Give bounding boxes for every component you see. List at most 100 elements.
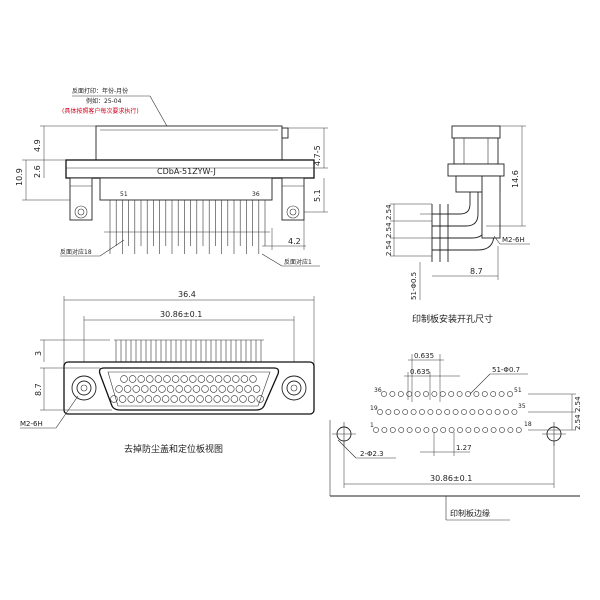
pcb-edge-label: 印制板边缘 <box>450 508 490 518</box>
pcb-hole <box>503 409 509 415</box>
side-flange <box>447 163 505 177</box>
side-pin-row-1 <box>432 192 471 215</box>
socket-contact <box>166 385 175 393</box>
socket-contact <box>170 395 178 403</box>
back-print-note: 反面打印：年份-月份 <box>72 87 128 95</box>
pcb-hole <box>461 409 467 415</box>
side-bracket <box>481 175 501 239</box>
pin-51-label: 51 <box>120 191 128 198</box>
pcb-hole <box>439 391 446 397</box>
side-pin-row-2 <box>432 192 479 227</box>
socket-contact <box>115 385 123 393</box>
bottom-dim-36-4: 36.4 <box>178 290 196 299</box>
pcb-hole <box>410 409 417 415</box>
socket-contact <box>206 375 214 383</box>
pcb-hole <box>389 391 396 397</box>
socket-contact <box>179 395 187 403</box>
socket-contact <box>120 375 128 383</box>
socket-contact <box>144 395 153 403</box>
socket-contact <box>141 385 149 393</box>
bottom-pin-field <box>110 375 264 403</box>
side-dim-14-6: 14.6 <box>511 170 520 188</box>
right-mount-post <box>281 177 305 221</box>
socket-contact <box>240 375 249 383</box>
dim-2-6: 2.6 <box>33 165 42 178</box>
pcb-hole <box>373 427 379 433</box>
side-view: 14.6 2.54 2.54 2.54 M2-6H 8.7 51-Φ0.5 <box>385 125 530 300</box>
insulator-body <box>99 177 273 201</box>
pcb-hole <box>465 391 471 397</box>
socket-contact <box>184 385 192 393</box>
pcb-dim-0-635-b: 0.635 <box>410 368 430 376</box>
pin-36-label: 36 <box>252 191 260 198</box>
socket-contact <box>197 375 206 383</box>
pcb-hole <box>477 409 484 415</box>
dim-4-7-5: 4.7-5 <box>313 145 322 166</box>
bottom-dim-3: 3 <box>34 351 43 356</box>
socket-contact <box>189 375 197 383</box>
socket-contact <box>127 395 135 403</box>
pcb-hole <box>452 409 459 415</box>
socket-contact <box>163 375 171 383</box>
socket-contact <box>171 375 180 383</box>
pcb-hole <box>498 391 505 397</box>
socket-contact <box>196 395 204 403</box>
pcb-pin-35: 35 <box>518 403 526 410</box>
left-mount-post <box>69 177 93 221</box>
pcb-mount-holes-label: 2-Φ2.3 <box>360 450 384 458</box>
pcb-dim-2-54-a: 2.54 <box>574 396 582 412</box>
socket-contact <box>149 385 158 393</box>
pcb-dim-0-635-a: 0.635 <box>414 352 434 360</box>
socket-contact <box>110 395 118 403</box>
pcb-hole <box>431 391 438 397</box>
dim-5-1: 5.1 <box>313 189 322 202</box>
side-thread-label: M2-6H <box>502 236 525 244</box>
socket-contact <box>247 395 256 403</box>
socket-contact <box>154 375 163 383</box>
socket-contact <box>123 385 132 393</box>
pcb-hole <box>385 409 392 415</box>
pcb-pin-51: 51 <box>514 387 522 394</box>
pcb-hole <box>406 427 413 433</box>
socket-contact <box>132 385 140 393</box>
pcb-dim-1-27: 1.27 <box>456 444 472 452</box>
d-shell <box>98 367 280 411</box>
socket-contact <box>209 385 218 393</box>
side-dim-2-54-b: 2.54 <box>385 222 393 238</box>
pcb-pin-1: 1 <box>370 422 374 429</box>
socket-contact <box>204 395 213 403</box>
pcb-hole <box>389 427 396 433</box>
bottom-view: 36.4 30.86±0.1 3 8.7 M2-6H 去掉防尘盖和定位板视图 <box>20 290 315 455</box>
pcb-hole <box>482 427 489 433</box>
pcb-hole <box>473 427 480 433</box>
side-pin-dia: 51-Φ0.5 <box>410 272 418 300</box>
pcb-hole <box>494 409 501 415</box>
pcb-pin-18: 18 <box>524 421 532 428</box>
side-dim-8-7: 8.7 <box>470 267 483 276</box>
socket-contact <box>214 375 223 383</box>
pcb-hole <box>406 391 413 397</box>
pcb-hole <box>377 409 383 415</box>
back-pin1-note: 反面对应1 <box>284 258 312 266</box>
pcb-hole <box>398 427 405 433</box>
socket-contact <box>235 385 244 393</box>
socket-contact <box>153 395 161 403</box>
socket-contact <box>213 395 221 403</box>
pcb-hole <box>393 409 400 415</box>
socket-contact <box>249 375 257 383</box>
pcb-hole <box>431 427 438 433</box>
socket-contact <box>118 395 127 403</box>
pcb-hole <box>415 427 421 433</box>
pcb-hole <box>402 409 409 415</box>
dim-10-9: 10.9 <box>15 168 24 186</box>
side-shell-body <box>453 137 499 165</box>
socket-contact <box>161 395 170 403</box>
pcb-hole <box>511 409 518 415</box>
customer-note: (具体按照客户每次要求执行) <box>62 107 139 115</box>
socket-contact <box>230 395 239 403</box>
socket-contact <box>187 395 196 403</box>
socket-contact <box>136 395 144 403</box>
side-shell-top <box>451 125 501 139</box>
shell-tab <box>281 127 289 139</box>
